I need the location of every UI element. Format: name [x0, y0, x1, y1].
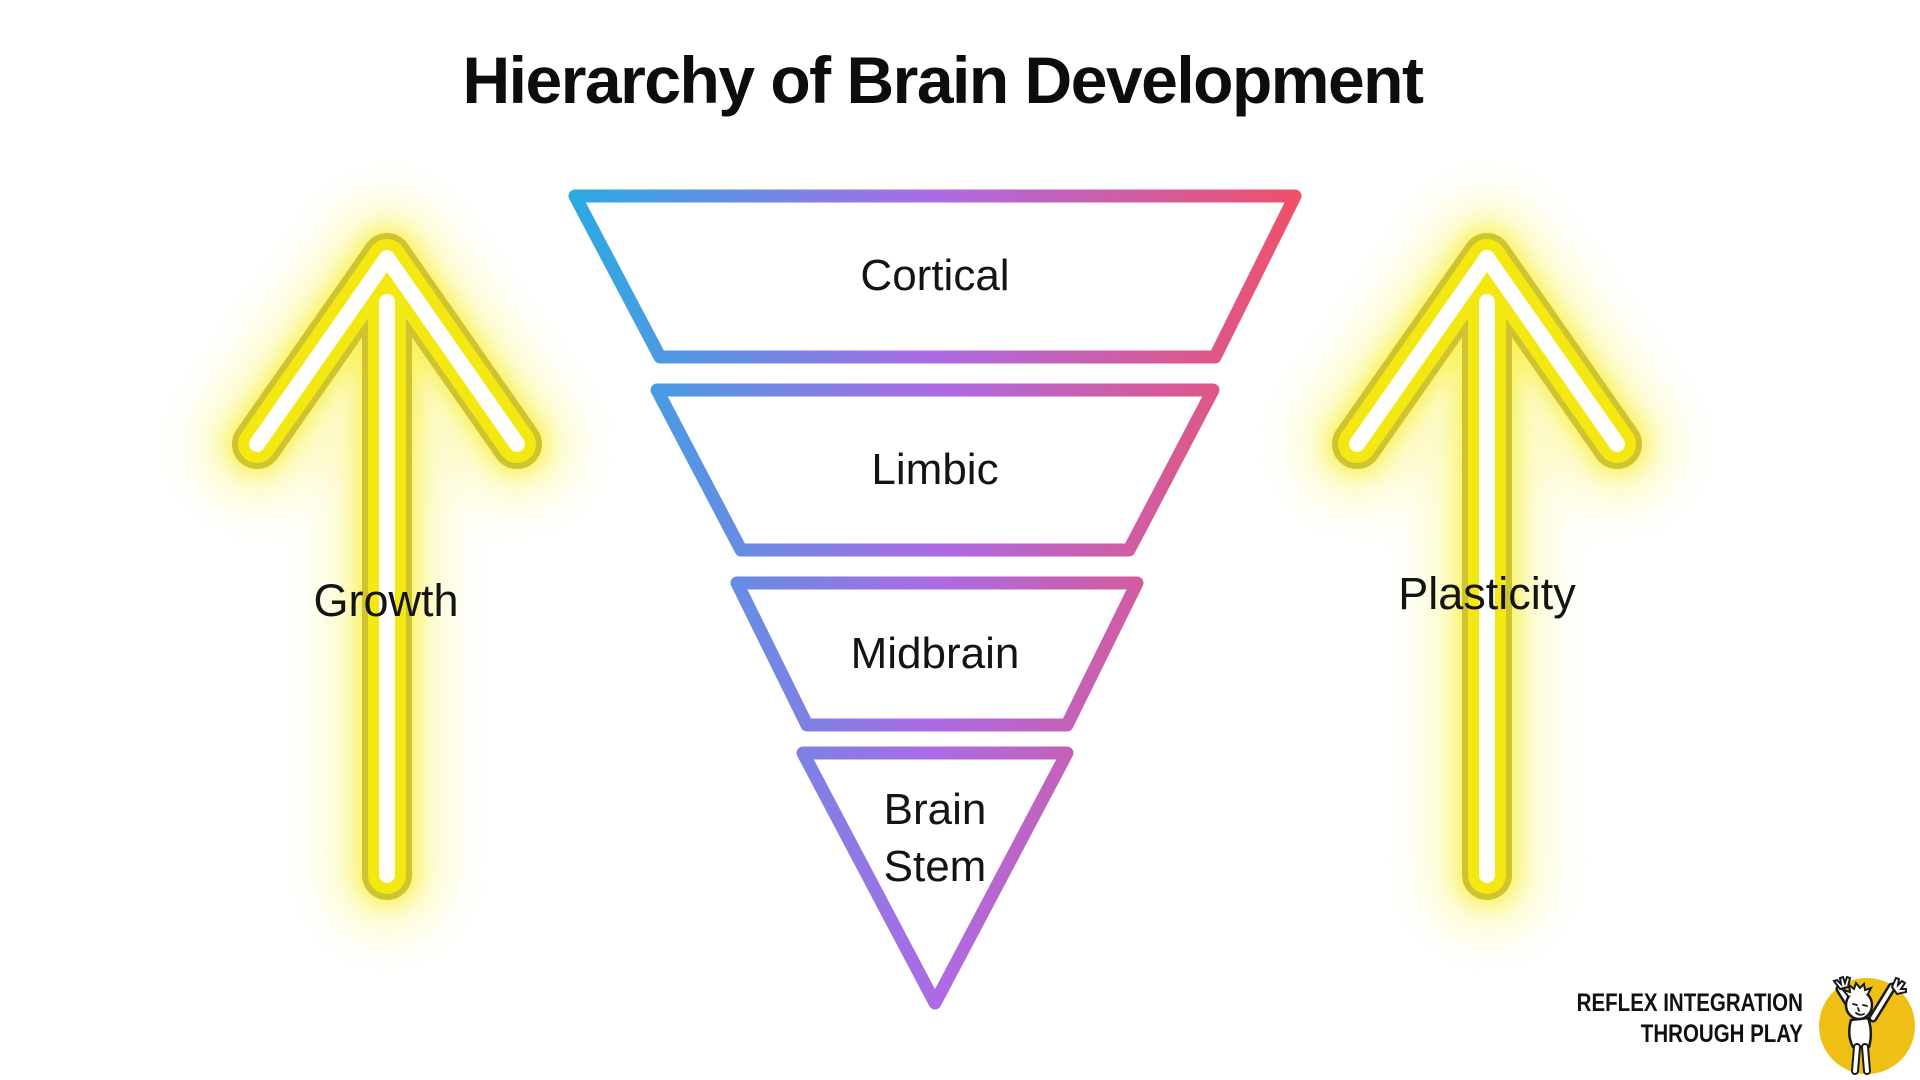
- funnel-label-limbic: Limbic: [871, 445, 999, 494]
- funnel-level-brainstem: [796, 746, 1074, 1010]
- funnel-label-cortical: Cortical: [860, 251, 1010, 300]
- funnel-label-brainstem: Brain Stem: [884, 781, 987, 895]
- funnel-level-limbic: [650, 383, 1220, 557]
- funnel-label-brainstem-line1: Brain: [883, 785, 987, 834]
- growth-label: Growth: [313, 575, 459, 626]
- page-title: Hierarchy of Brain Development: [462, 43, 1424, 117]
- logo-wordmark: REFLEX INTEGRATION THROUGH PLAY: [1577, 988, 1803, 1050]
- plasticity-label: Plasticity: [1398, 568, 1576, 619]
- logo-wordmark-line1: REFLEX INTEGRATION: [1576, 989, 1803, 1017]
- funnel-label-midbrain: Midbrain: [850, 629, 1020, 678]
- funnel-level-cortical: [568, 189, 1302, 364]
- funnel-level-midbrain: [730, 576, 1144, 732]
- left-neon-arrow-icon: [197, 198, 577, 935]
- funnel-label-brainstem-line2: Stem: [883, 842, 987, 891]
- funnel-outline: [568, 189, 1302, 1010]
- logo-wordmark-line2: THROUGH PLAY: [1640, 1020, 1803, 1048]
- logo-kid-figure: [1832, 975, 1907, 1075]
- logo-mark: [1819, 975, 1915, 1075]
- right-neon-arrow-icon: [1297, 198, 1677, 935]
